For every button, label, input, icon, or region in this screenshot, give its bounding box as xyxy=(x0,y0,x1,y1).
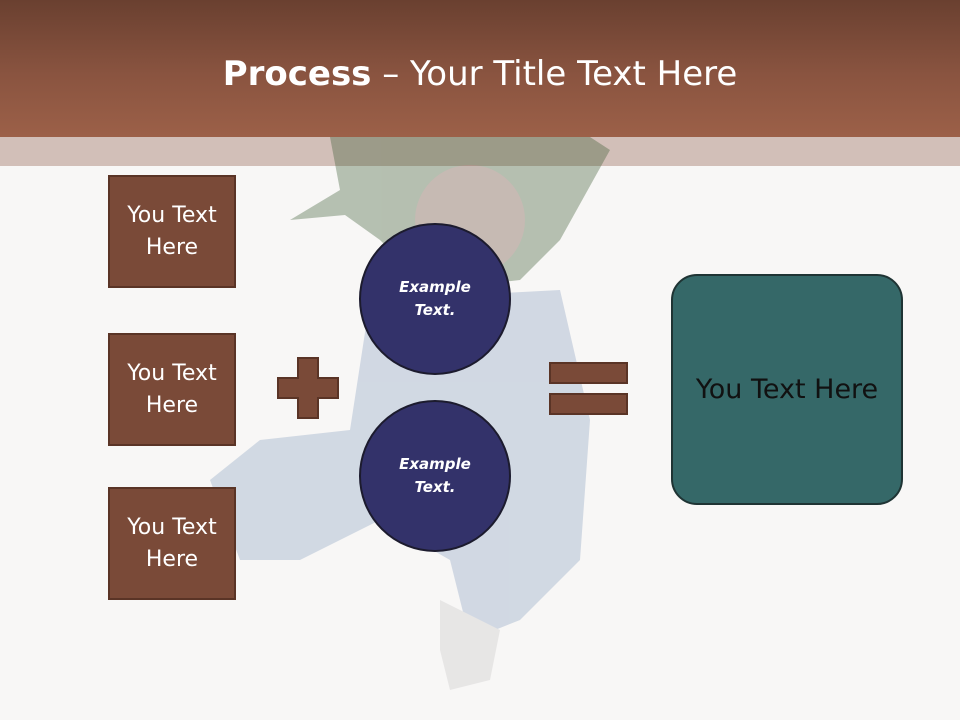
plus-icon xyxy=(277,357,339,419)
title-bold: Process xyxy=(222,54,372,94)
example-circle-2-text: Example Text. xyxy=(399,455,471,496)
result-box: You Text Here xyxy=(671,274,903,505)
input-box-3: You Text Here xyxy=(108,487,236,600)
result-box-text: You Text Here xyxy=(695,374,879,405)
page-title: Process – Your Title Text Here xyxy=(0,52,960,96)
input-box-3-text: You Text Here xyxy=(127,514,217,572)
example-circle-2: Example Text. xyxy=(359,400,511,552)
equals-icon xyxy=(549,362,628,415)
input-box-1-text: You Text Here xyxy=(127,202,217,260)
input-box-2: You Text Here xyxy=(108,333,236,446)
header-band xyxy=(0,137,960,166)
title-rest: – Your Title Text Here xyxy=(371,54,738,94)
header-bar xyxy=(0,0,960,137)
example-circle-1-text: Example Text. xyxy=(399,278,471,319)
input-box-1: You Text Here xyxy=(108,175,236,288)
input-box-2-text: You Text Here xyxy=(127,360,217,418)
example-circle-1: Example Text. xyxy=(359,223,511,375)
